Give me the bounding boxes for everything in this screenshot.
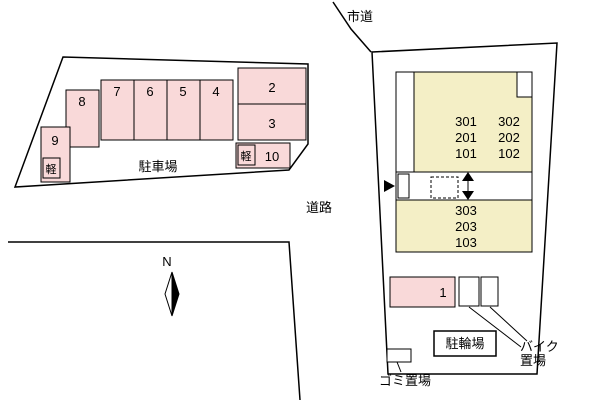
stall-10-kei-box	[237, 144, 256, 166]
stall-10-label: 10	[265, 149, 279, 164]
bicycle-parking-label: 駐輪場	[445, 336, 484, 351]
stall-1-label: 1	[439, 285, 446, 300]
building-left-strip	[395, 71, 415, 173]
stall-7-label: 7	[113, 84, 120, 99]
unit-202: 202	[498, 130, 520, 145]
stall-9	[40, 126, 71, 183]
stall-9-kei-box	[42, 157, 61, 179]
bike-leader-line-2	[489, 306, 528, 342]
compass-needle-west-icon	[164, 271, 173, 317]
stall-10	[235, 142, 291, 169]
stall-8-label: 8	[78, 94, 85, 109]
bike-storage-label-line2: 置場	[520, 353, 546, 368]
bicycle-parking-box	[433, 330, 497, 357]
building-top-right-notch	[516, 71, 533, 98]
bike-storage-label-line1: バイク	[520, 339, 559, 354]
city-road-label: 市道	[347, 9, 373, 24]
stall-2-label: 2	[268, 80, 275, 95]
stall-2	[237, 67, 307, 105]
unit-302: 302	[498, 114, 520, 129]
city-road-line	[332, 1, 372, 53]
building-stairs-band	[395, 171, 533, 201]
building-outline	[395, 71, 533, 253]
stall-4	[199, 79, 234, 141]
stairs-down-arrow-icon	[462, 191, 474, 200]
stall-4-label: 4	[212, 84, 219, 99]
road-label: 道路	[306, 200, 332, 215]
stall-6	[133, 79, 168, 141]
unit-301: 301	[455, 114, 477, 129]
unit-203: 203	[455, 219, 477, 234]
entrance-arrow-icon	[384, 180, 395, 192]
unit-102: 102	[498, 146, 520, 161]
stall-3-label: 3	[268, 116, 275, 131]
building-lower-block	[395, 199, 533, 253]
stall-8	[65, 89, 100, 148]
garbage-box	[386, 348, 412, 363]
building-upper-block	[413, 71, 533, 173]
garbage-leader-line	[396, 361, 402, 373]
stairs-landing-box	[397, 173, 410, 199]
stairs-up-arrow-icon	[462, 172, 474, 181]
stall-7	[100, 79, 135, 141]
compass-north-label: N	[162, 254, 171, 269]
stall-9-label: 9	[51, 133, 58, 148]
unit-303: 303	[455, 203, 477, 218]
stall-3	[237, 103, 307, 141]
parking-area-label: 駐車場	[138, 159, 177, 174]
stall-6-label: 6	[146, 84, 153, 99]
bike-spot-2	[480, 276, 499, 307]
bike-spot-1	[458, 276, 480, 307]
stall-9-kei-label: 軽	[46, 163, 57, 176]
stall-10-kei-label: 軽	[241, 150, 252, 163]
road-line	[8, 241, 301, 400]
stall-1	[389, 276, 456, 308]
stall-5-label: 5	[179, 84, 186, 99]
unit-201: 201	[455, 130, 477, 145]
garbage-label: ゴミ置場	[379, 373, 431, 388]
bike-leader-line-1	[468, 306, 522, 348]
stairs-dashed-box	[430, 176, 459, 199]
unit-101: 101	[455, 146, 477, 161]
unit-103: 103	[455, 235, 477, 250]
compass-needle-east-icon	[171, 271, 180, 317]
